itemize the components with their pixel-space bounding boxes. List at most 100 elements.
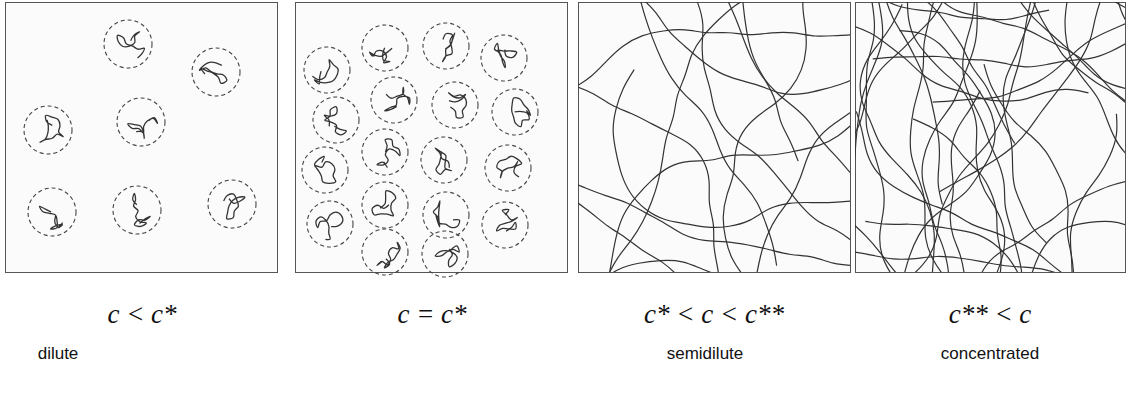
polymer-coil bbox=[497, 209, 518, 231]
coil-boundary bbox=[482, 202, 528, 248]
coil-boundary bbox=[313, 97, 359, 143]
coil-boundary bbox=[307, 201, 353, 247]
polymer-chain bbox=[855, 221, 924, 272]
polymer-chain bbox=[613, 70, 850, 228]
polymer-chain bbox=[578, 171, 850, 266]
polymer-chain bbox=[1065, 2, 1125, 167]
polymer-coil bbox=[369, 48, 392, 63]
regime-label: dilute bbox=[38, 345, 79, 364]
chain-group bbox=[578, 2, 850, 272]
polymer-chain bbox=[1031, 221, 1125, 272]
polymer-coil bbox=[433, 201, 459, 228]
coil-boundary bbox=[302, 147, 348, 193]
polymer-coil bbox=[128, 118, 158, 139]
polymer-coil bbox=[435, 148, 451, 174]
polymer-chain bbox=[975, 180, 1125, 272]
polymer-chain bbox=[578, 30, 850, 89]
polymer-chain bbox=[1017, 2, 1125, 96]
coil-boundary bbox=[481, 35, 527, 81]
coil-boundary bbox=[304, 47, 350, 93]
polymer-chain bbox=[885, 2, 942, 205]
concentration-condition: c* < c < c** bbox=[644, 300, 784, 330]
coil-boundary bbox=[422, 231, 468, 277]
coil-boundary bbox=[371, 77, 417, 123]
polymer-chain bbox=[884, 2, 1031, 272]
polymer-chain bbox=[856, 111, 1067, 272]
polymer-coil bbox=[315, 156, 336, 183]
coil-group bbox=[302, 23, 538, 277]
polymer-chain bbox=[641, 2, 850, 94]
polymer-coil bbox=[449, 93, 467, 118]
polymer-coil bbox=[372, 191, 396, 216]
polymer-coil bbox=[497, 156, 522, 178]
polymer-chain bbox=[607, 2, 795, 272]
polymer-chain bbox=[879, 2, 1050, 20]
panel-frame bbox=[856, 3, 1126, 273]
polymer-chain bbox=[578, 185, 679, 272]
panel-frame bbox=[579, 3, 851, 273]
polymer-chain bbox=[578, 254, 581, 272]
coil-boundary bbox=[24, 106, 72, 154]
coil-boundary bbox=[421, 137, 467, 183]
polymer-chain bbox=[1117, 2, 1125, 76]
chain-group bbox=[855, 2, 1125, 272]
polymer-coil bbox=[312, 60, 338, 84]
polymer-chain bbox=[640, 2, 777, 266]
polymer-coil bbox=[385, 87, 410, 111]
polymer-coil bbox=[324, 107, 346, 135]
polymer-chain bbox=[726, 2, 850, 173]
coil-boundary bbox=[492, 89, 538, 135]
concentration-condition: c < c* bbox=[107, 300, 176, 330]
polymer-chain bbox=[939, 2, 1101, 192]
polymer-chain bbox=[756, 98, 850, 272]
coil-boundary bbox=[423, 23, 469, 69]
polymer-chain bbox=[950, 91, 980, 272]
regime-label: semidilute bbox=[667, 345, 744, 364]
coil-boundary bbox=[113, 186, 161, 234]
polymer-coil bbox=[224, 194, 245, 219]
polymer-coil bbox=[443, 33, 455, 62]
coil-boundary bbox=[362, 229, 408, 275]
coil-boundary bbox=[362, 182, 408, 228]
coil-boundary bbox=[28, 188, 76, 236]
polymer-coil bbox=[377, 242, 400, 268]
coil-boundary bbox=[208, 180, 256, 228]
polymer-coil bbox=[39, 206, 62, 229]
coil-group bbox=[24, 20, 256, 236]
polymer-chain bbox=[1070, 114, 1117, 272]
coil-boundary bbox=[192, 48, 240, 96]
polymer-coil bbox=[377, 139, 400, 167]
polymer-chain bbox=[689, 2, 850, 243]
polymer-chain bbox=[578, 85, 719, 272]
concentration-condition: c = c* bbox=[397, 300, 466, 330]
coil-boundary bbox=[485, 145, 531, 191]
polymer-coil bbox=[133, 193, 151, 226]
regime-label: concentrated bbox=[941, 345, 1039, 364]
polymer-chain bbox=[855, 251, 1066, 272]
polymer-chain bbox=[855, 2, 883, 188]
concentration-condition: c** < c bbox=[949, 300, 1032, 330]
polymer-chain bbox=[723, 2, 806, 272]
polymer-coil bbox=[40, 115, 63, 142]
polymer-coil bbox=[494, 43, 516, 67]
polymer-chain bbox=[1031, 2, 1125, 116]
polymer-chain bbox=[1003, 2, 1046, 243]
polymer-coil bbox=[117, 32, 144, 58]
polymer-chain bbox=[742, 2, 798, 161]
coil-boundary bbox=[362, 25, 408, 71]
coil-boundary bbox=[117, 98, 165, 146]
polymer-chain bbox=[984, 64, 1074, 272]
coil-boundary bbox=[432, 82, 478, 128]
panel-frame bbox=[6, 3, 278, 273]
polymer-coil bbox=[316, 212, 343, 240]
panel-frame bbox=[296, 3, 568, 273]
coil-boundary bbox=[104, 20, 152, 68]
polymer-chain bbox=[588, 260, 723, 272]
coil-boundary bbox=[362, 129, 408, 175]
polymer-coil bbox=[435, 246, 459, 267]
polymer-chain bbox=[860, 4, 934, 272]
polymer-coil bbox=[199, 62, 226, 83]
polymer-chain bbox=[910, 2, 944, 272]
polymer-coil bbox=[512, 98, 531, 127]
